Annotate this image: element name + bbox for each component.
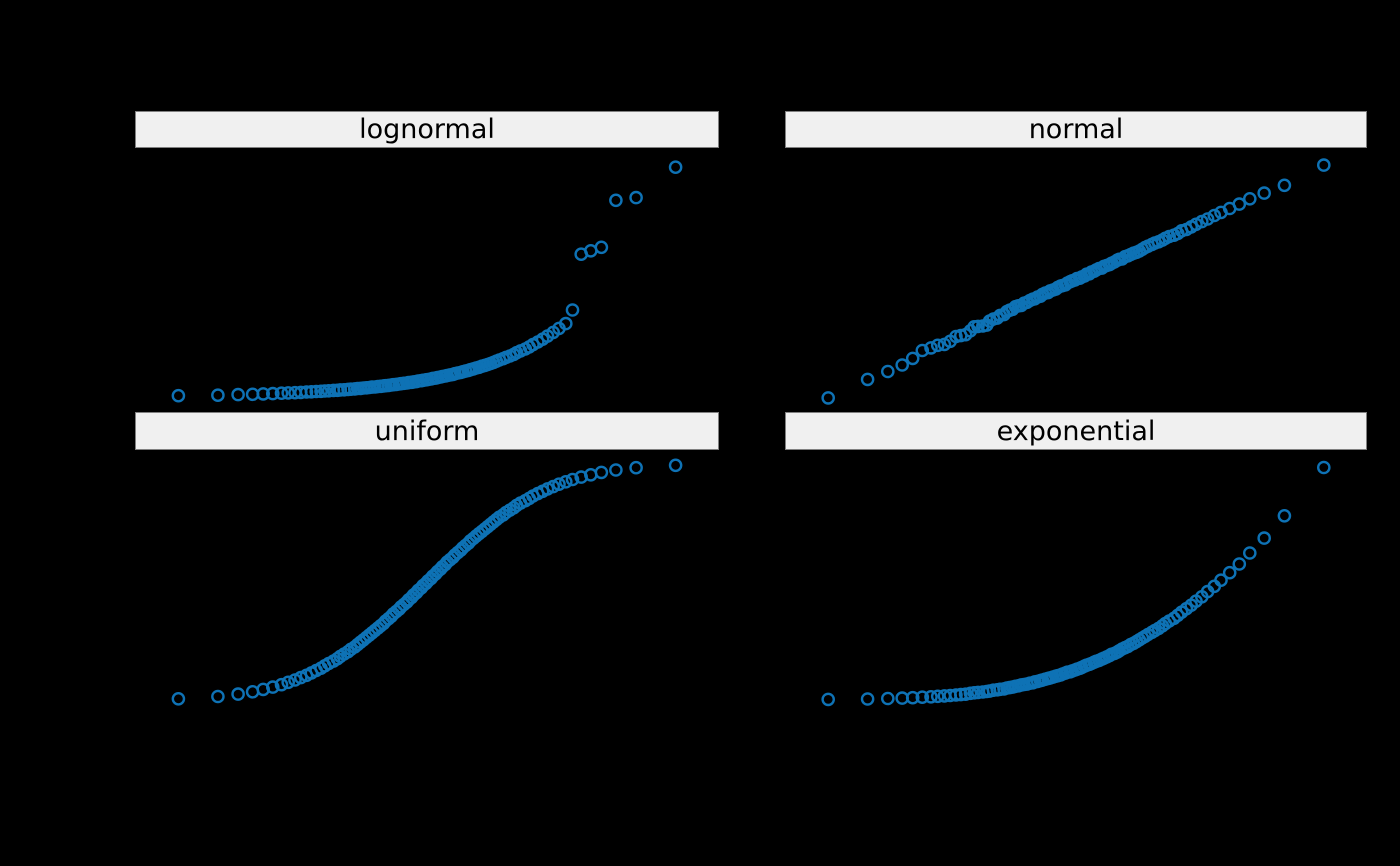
data-point: [558, 316, 573, 331]
data-point: [281, 386, 295, 400]
facet-strip-uniform: uniform: [135, 412, 719, 450]
panel-uniform-scatter: [171, 458, 683, 706]
data-point: [1232, 557, 1247, 571]
data-point: [860, 692, 875, 706]
facet-strip-label: uniform: [374, 415, 480, 447]
data-point: [256, 387, 270, 401]
data-point: [924, 341, 938, 355]
data-point: [565, 472, 580, 487]
data-point: [1200, 212, 1215, 226]
facet-strip-normal: normal: [785, 111, 1367, 148]
data-point: [1232, 197, 1247, 211]
facet-strip-exponential: exponential: [785, 412, 1367, 450]
data-point: [609, 463, 623, 477]
data-point: [1242, 546, 1257, 560]
data-point: [565, 303, 580, 317]
data-point: [1214, 573, 1228, 587]
data-point: [299, 385, 314, 399]
data-point: [895, 358, 909, 372]
data-point: [881, 364, 895, 379]
data-point: [1207, 208, 1222, 223]
data-point: [231, 387, 245, 402]
data-point: [971, 319, 985, 334]
data-point: [171, 388, 186, 403]
data-point: [304, 384, 319, 399]
data-point: [211, 689, 225, 704]
data-point: [231, 687, 245, 701]
facet-lognormal: lognormal: [135, 111, 719, 411]
scatter-points-layer: [171, 160, 683, 403]
data-point: [821, 692, 836, 707]
data-point: [609, 193, 623, 208]
facet-uniform: uniform: [135, 412, 719, 713]
data-point: [558, 474, 573, 489]
panel-normal-scatter: [821, 158, 1331, 405]
scatter-points-layer: [171, 458, 683, 706]
data-point: [274, 677, 289, 692]
data-point: [1242, 192, 1257, 206]
facet-strip-label: exponential: [996, 415, 1156, 447]
data-point: [905, 351, 920, 366]
data-point: [265, 680, 280, 694]
data-point: [1257, 186, 1272, 200]
scatter-points-layer: [821, 158, 1331, 405]
data-point: [915, 343, 930, 358]
scatter-points-layer: [821, 460, 1331, 707]
data-point: [915, 690, 930, 704]
panel-lognormal-scatter: [171, 160, 683, 403]
data-point: [821, 391, 836, 405]
data-point: [1317, 158, 1331, 172]
data-point: [668, 458, 683, 473]
facet-strip-label: normal: [1028, 114, 1124, 145]
data-point: [905, 690, 920, 705]
data-point: [274, 386, 289, 400]
data-point: [930, 689, 945, 704]
data-point: [281, 675, 295, 690]
data-point: [930, 338, 945, 353]
data-point: [1317, 460, 1331, 475]
facet-exponential: exponential: [785, 412, 1367, 713]
data-point: [1257, 531, 1272, 545]
data-point: [860, 372, 875, 387]
data-point: [594, 240, 609, 255]
data-point: [309, 384, 323, 399]
data-point: [265, 386, 280, 401]
facet-strip-lognormal: lognormal: [135, 111, 719, 148]
data-point: [1277, 178, 1292, 193]
data-point: [629, 190, 643, 205]
data-point: [990, 311, 1004, 325]
data-point: [1222, 565, 1237, 580]
data-point: [953, 687, 968, 702]
facet-strip-label: lognormal: [359, 114, 495, 145]
panel-exponential-scatter: [821, 460, 1331, 707]
data-point: [668, 160, 683, 175]
data-point: [552, 477, 566, 492]
data-point: [245, 684, 260, 699]
data-point: [211, 388, 225, 402]
data-point: [949, 688, 963, 702]
facet-normal: normal: [785, 111, 1367, 411]
data-point: [629, 460, 643, 475]
data-point: [171, 691, 186, 706]
data-point: [924, 689, 938, 704]
data-point: [1277, 509, 1292, 523]
data-point: [881, 691, 895, 706]
data-point: [594, 465, 609, 480]
